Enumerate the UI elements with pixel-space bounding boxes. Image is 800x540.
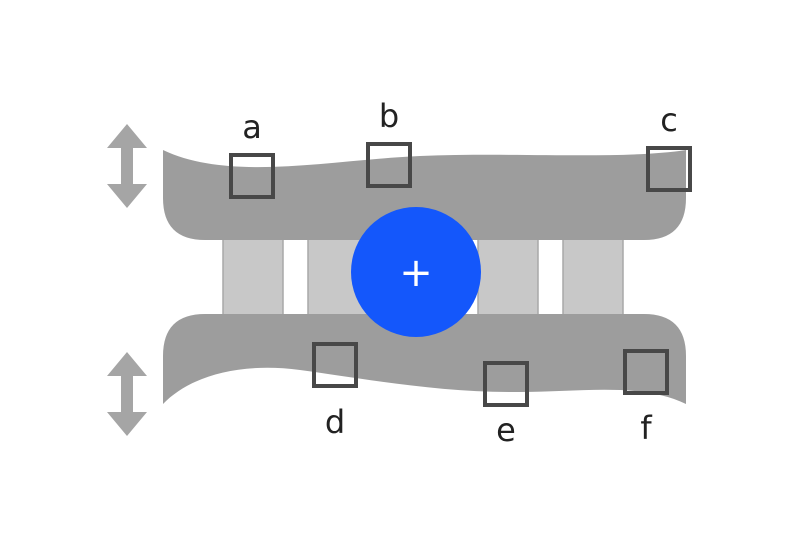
marker-label-c: c [660, 101, 678, 139]
marker-f[interactable]: f [623, 349, 669, 447]
marker-d[interactable]: d [312, 342, 358, 441]
add-button[interactable]: + [351, 207, 481, 337]
marker-label-e: e [496, 411, 516, 449]
pillar-4 [562, 233, 624, 321]
marker-e[interactable]: e [483, 361, 529, 449]
marker-a[interactable]: a [229, 108, 275, 199]
top-plate [163, 150, 686, 240]
plus-icon: + [399, 250, 433, 296]
marker-label-f: f [640, 409, 652, 447]
pillar-1 [222, 233, 284, 321]
marker-label-d: d [325, 403, 345, 441]
pillar-3 [477, 233, 539, 321]
marker-c[interactable]: c [646, 101, 692, 192]
bottom-plate [163, 314, 686, 404]
top-resize-arrow-icon[interactable] [107, 124, 147, 208]
bottom-resize-arrow-icon[interactable] [107, 352, 147, 436]
marker-label-a: a [242, 108, 262, 146]
marker-b[interactable]: b [366, 97, 412, 188]
marker-label-b: b [379, 97, 399, 135]
